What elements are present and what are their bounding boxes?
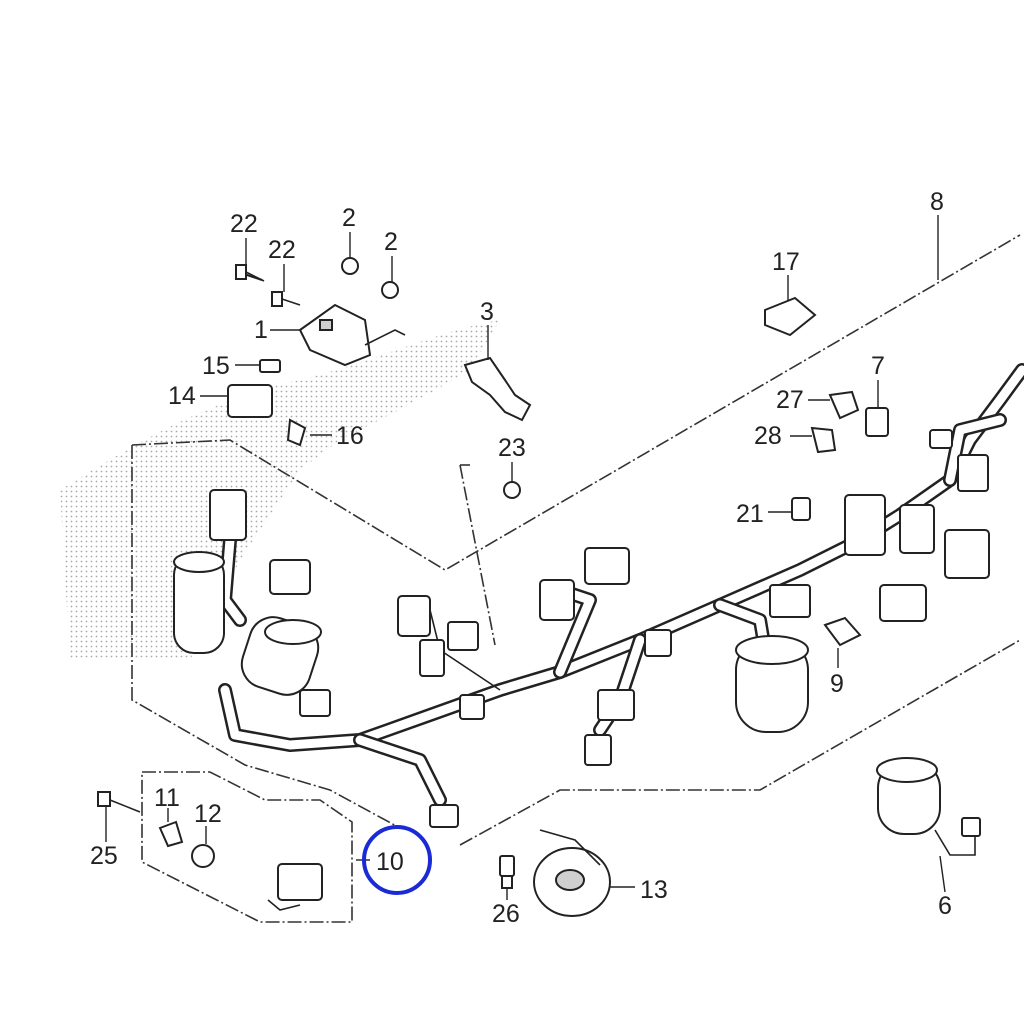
highlight-circle [362, 825, 432, 895]
callout-25: 25 [90, 842, 118, 870]
callout-10: 10 [376, 848, 404, 876]
callout-3: 3 [480, 298, 494, 326]
coil-components [173, 551, 809, 733]
callout-9: 9 [830, 670, 844, 698]
callout-11: 11 [154, 784, 180, 812]
callout-14: 14 [168, 382, 196, 410]
callout-1: 1 [254, 316, 268, 344]
callout-2a: 2 [342, 204, 356, 232]
sub-assembly-parts [97, 791, 323, 911]
callout-22b: 22 [268, 236, 296, 264]
callout-8: 8 [930, 188, 944, 216]
sub-group-outline [141, 771, 353, 923]
callout-28: 28 [754, 422, 782, 450]
parts-14-15-16 [227, 359, 307, 447]
callout-7: 7 [871, 352, 885, 380]
part-17-relay [764, 296, 817, 337]
callout-17: 17 [772, 248, 800, 276]
part-26-bolt [499, 855, 515, 889]
callout-27: 27 [776, 386, 804, 414]
callout-26: 26 [492, 900, 520, 928]
callout-12: 12 [194, 800, 222, 828]
harness-connectors [209, 429, 990, 828]
callout-23: 23 [498, 434, 526, 462]
callout-21: 21 [736, 500, 764, 528]
callout-labels: 22 22 2 2 1 15 14 16 3 23 8 17 7 27 28 2… [90, 188, 952, 928]
frame-silhouette [60, 320, 500, 660]
part-3-boot [463, 356, 532, 422]
part-1-bracket [298, 303, 406, 367]
callout-15: 15 [202, 352, 230, 380]
callout-16: 16 [336, 422, 364, 450]
part-23-bolt [503, 481, 521, 499]
callout-22a: 22 [230, 210, 258, 238]
nut-2-icons [341, 257, 399, 299]
small-clips [791, 390, 889, 647]
harness-group-outline [131, 234, 1021, 846]
callout-6: 6 [938, 892, 952, 920]
bolt-22-icons [235, 264, 301, 307]
part-13-horn [533, 829, 611, 917]
part-6-sensor [876, 757, 981, 856]
callout-13: 13 [640, 876, 668, 904]
callout-2b: 2 [384, 228, 398, 256]
